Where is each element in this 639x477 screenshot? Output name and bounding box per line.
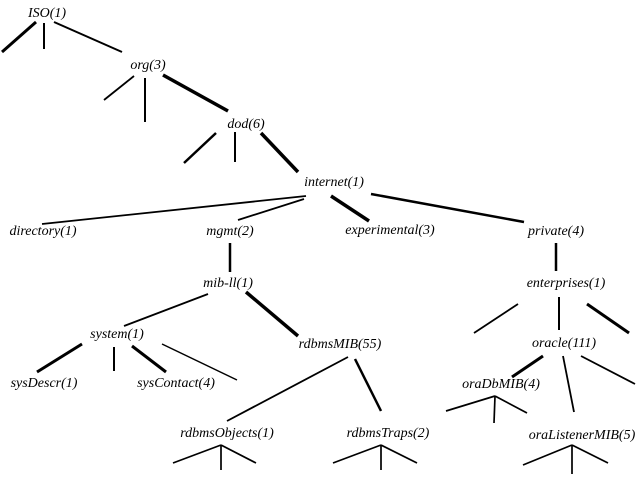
tree-edges — [1, 20, 636, 422]
node-oracle-label: oracle(111) — [532, 336, 596, 351]
edge-system-stub-right — [161, 343, 238, 381]
node-dod-label: dod(6) — [227, 117, 265, 132]
edge-internet-private — [370, 192, 525, 224]
node-rdbmsobjects-label: rdbmsObjects(1) — [180, 426, 274, 441]
edge-org-dod — [162, 73, 229, 113]
node-internet-label: internet(1) — [304, 175, 364, 190]
edge-internet-experimental — [330, 194, 370, 223]
node-sysdescr-label: sysDescr(1) — [11, 376, 78, 391]
edge-mib2-rdbmsmib — [244, 290, 300, 338]
fan-rdbmsobjects-left — [172, 444, 222, 464]
edge-org-stub-left — [103, 75, 135, 101]
edge-internet-mgmt — [237, 198, 305, 221]
edge-rdbmsmib-rdbmsobjects — [226, 356, 349, 422]
edge-mib2-system — [123, 293, 209, 327]
edge-dod-stub-left — [183, 132, 217, 164]
edge-dod-internet — [259, 131, 300, 174]
node-private-label: private(4) — [527, 224, 584, 239]
fan-oralistenermib-right — [571, 444, 609, 464]
edge-enterprises-stub-right — [586, 302, 630, 335]
node-rdbmsmib-label: rdbmsMIB(55) — [299, 337, 382, 352]
fan-rdbmstraps-left — [332, 444, 382, 464]
fan-oradbmib-mid — [493, 395, 496, 424]
edge-system-syscontact — [131, 344, 167, 374]
branch-fans — [172, 395, 609, 474]
edge-iso-org — [53, 21, 123, 53]
edge-internet-directory — [41, 195, 307, 225]
edge-rdbmsmib-rdbmstraps — [353, 358, 383, 412]
fan-rdbmstraps-right — [380, 444, 418, 464]
edge-system-sysdescr — [36, 342, 83, 374]
node-rdbmstraps-label: rdbmsTraps(2) — [347, 426, 430, 441]
node-iso-label: ISO(1) — [27, 6, 66, 21]
fan-oradbmib-right — [494, 395, 528, 414]
node-oradbmib-label: oraDbMIB(4) — [462, 377, 540, 392]
node-enterprises-label: enterprises(1) — [527, 276, 606, 291]
edge-oracle-oradbmib — [511, 354, 544, 379]
edge-oracle-stub-right — [580, 355, 636, 385]
edge-iso-stub-left — [1, 20, 37, 54]
tree-node-labels: ISO(1) org(3) dod(6) internet(1) directo… — [9, 6, 635, 443]
node-oralistenermib-label: oraListenerMIB(5) — [529, 428, 636, 443]
node-syscontact-label: sysContact(4) — [137, 376, 215, 391]
node-directory-label: directory(1) — [9, 224, 76, 239]
node-mib2-label: mib-ll(1) — [203, 276, 253, 291]
fan-oradbmib-left — [445, 395, 496, 412]
fan-rdbmsobjects-right — [220, 444, 257, 464]
node-system-label: system(1) — [90, 327, 144, 342]
node-org-label: org(3) — [130, 58, 166, 73]
node-experimental-label: experimental(3) — [345, 223, 435, 238]
edge-oracle-oralistenermib — [562, 355, 575, 413]
node-mgmt-label: mgmt(2) — [206, 224, 254, 239]
fan-oralistenermib-left — [522, 444, 573, 466]
edge-enterprises-stub-left — [473, 303, 519, 334]
